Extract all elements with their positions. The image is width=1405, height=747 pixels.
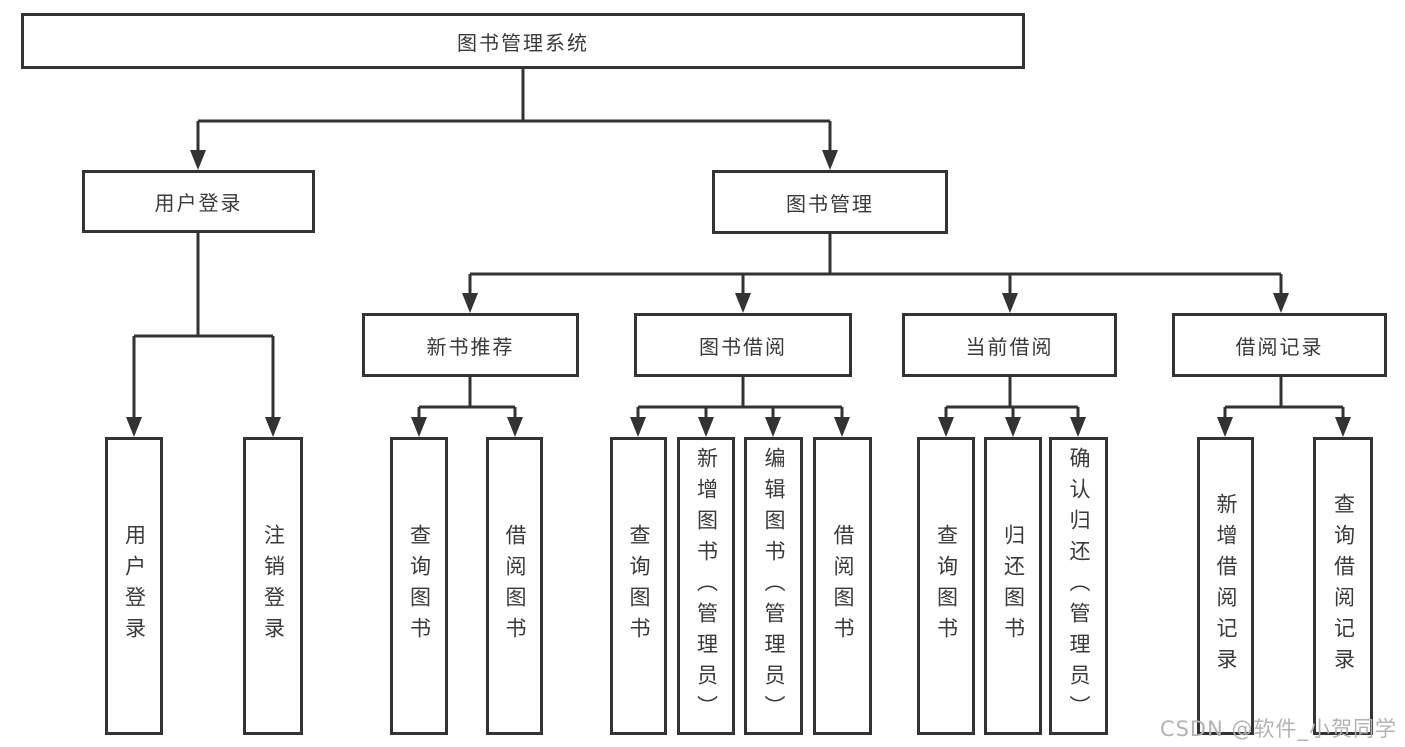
leaf-user-login-label: 用户登录 (122, 524, 147, 648)
leaf-edit-books-admin-label: 编辑图书（管理员） (762, 446, 786, 726)
node-book-management: 图书管理 (712, 170, 948, 234)
leaf-confirm-return-admin-label: 确认归还（管理员） (1067, 446, 1091, 726)
node-root: 图书管理系统 (21, 13, 1025, 69)
leaf-query-books-recommend-label: 查询图书 (407, 524, 432, 648)
node-new-book-recommendation-label: 新书推荐 (426, 334, 515, 359)
leaf-borrow-books-recommend: 借阅图书 (486, 437, 543, 735)
leaf-add-borrow-record-label: 新增借阅记录 (1214, 493, 1238, 679)
node-root-label: 图书管理系统 (457, 30, 589, 55)
leaf-return-books: 归还图书 (984, 437, 1042, 735)
node-current-borrowing-label: 当前借阅 (965, 334, 1054, 359)
leaf-add-books-admin-label: 新增图书（管理员） (694, 446, 719, 726)
node-book-borrowing-label: 图书借阅 (699, 334, 787, 359)
leaf-add-borrow-record: 新增借阅记录 (1197, 437, 1254, 735)
leaf-query-books-current-label: 查询图书 (934, 524, 959, 648)
node-book-borrowing: 图书借阅 (634, 313, 852, 377)
leaf-logout: 注销登录 (243, 437, 303, 735)
leaf-borrow-books-label: 借阅图书 (831, 524, 855, 648)
leaf-borrow-books-recommend-label: 借阅图书 (503, 524, 527, 648)
leaf-add-books-admin: 新增图书（管理员） (677, 437, 735, 735)
leaf-query-books-borrow: 查询图书 (610, 437, 667, 735)
leaf-borrow-books: 借阅图书 (813, 437, 872, 735)
node-new-book-recommendation: 新书推荐 (362, 313, 579, 377)
leaf-query-borrow-record: 查询借阅记录 (1313, 437, 1373, 735)
leaf-logout-label: 注销登录 (261, 524, 286, 648)
node-borrowing-records: 借阅记录 (1172, 313, 1387, 377)
leaf-confirm-return-admin: 确认归还（管理员） (1049, 437, 1108, 735)
watermark: CSDN @软件_小贺同学 (1159, 717, 1397, 741)
leaf-query-books-borrow-label: 查询图书 (627, 524, 651, 648)
leaf-query-books-current: 查询图书 (917, 437, 975, 735)
leaf-user-login: 用户登录 (105, 437, 163, 735)
node-borrowing-records-label: 借阅记录 (1235, 334, 1324, 359)
leaf-query-borrow-record-label: 查询借阅记录 (1331, 493, 1356, 679)
leaf-query-books-recommend: 查询图书 (390, 437, 448, 735)
leaf-edit-books-admin: 编辑图书（管理员） (744, 437, 803, 735)
node-current-borrowing: 当前借阅 (902, 313, 1117, 377)
node-book-management-label: 图书管理 (786, 191, 874, 216)
node-user-login-label: 用户登录 (154, 191, 243, 215)
leaf-return-books-label: 归还图书 (1001, 524, 1026, 648)
node-user-login: 用户登录 (82, 170, 315, 233)
